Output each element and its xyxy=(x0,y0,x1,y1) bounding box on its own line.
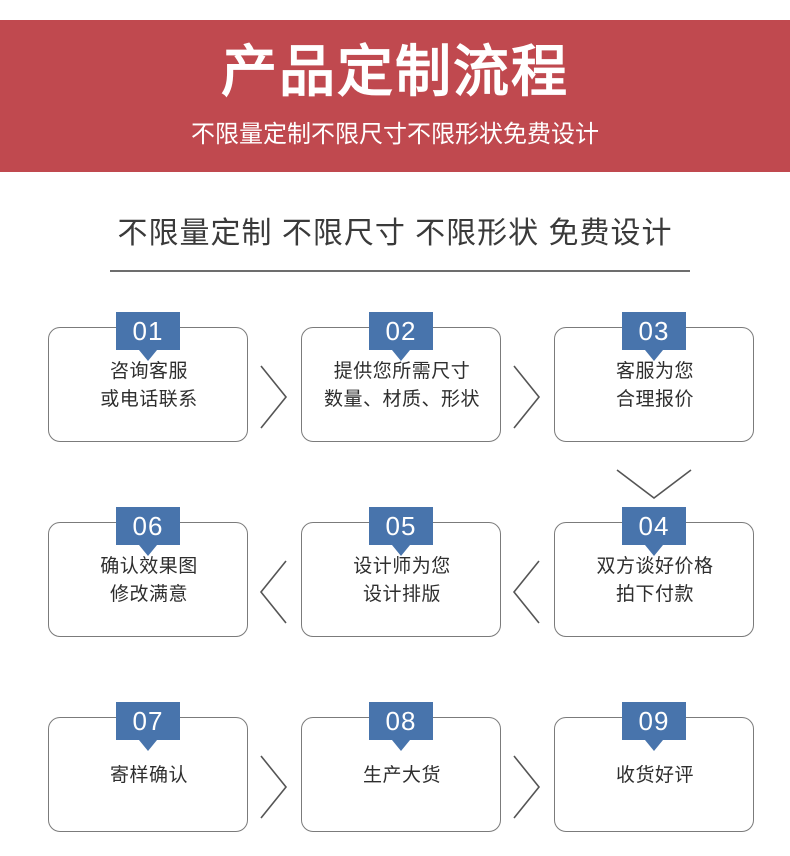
step-number-badge: 09 xyxy=(622,702,686,740)
step-card-text: 设计师为您 设计排版 xyxy=(302,523,502,638)
step-line-2: 设计排版 xyxy=(362,583,441,605)
hero-banner: 产品定制流程 不限量定制不限尺寸不限形状免费设计 xyxy=(0,20,790,172)
step-card-text: 提供您所需尺寸 数量、材质、形状 xyxy=(302,328,502,443)
flow-step-08[interactable]: 生产大货 08 xyxy=(301,702,501,832)
arrow-right-icon xyxy=(506,360,546,434)
flow-step-01[interactable]: 咨询客服 或电话联系 01 xyxy=(48,312,248,442)
arrow-right-icon xyxy=(506,750,546,824)
flow-step-09[interactable]: 收货好评 09 xyxy=(554,702,754,832)
step-card-text: 客服为您 合理报价 xyxy=(555,328,755,443)
step-card-text: 寄样确认 xyxy=(49,718,249,833)
step-line-1: 客服为您 xyxy=(615,360,694,382)
arrow-right-icon xyxy=(253,750,293,824)
flow-step-07[interactable]: 寄样确认 07 xyxy=(48,702,248,832)
step-line-2: 修改满意 xyxy=(109,583,188,605)
step-line-1: 咨询客服 xyxy=(109,360,188,382)
step-line-1: 寄样确认 xyxy=(109,764,188,786)
step-card-text: 咨询客服 或电话联系 xyxy=(49,328,249,443)
step-card-text: 生产大货 xyxy=(302,718,502,833)
flow-step-02[interactable]: 提供您所需尺寸 数量、材质、形状 02 xyxy=(301,312,501,442)
flow-step-06[interactable]: 确认效果图 修改满意 06 xyxy=(48,507,248,637)
arrow-down-icon xyxy=(611,464,697,504)
step-card-text: 收货好评 xyxy=(555,718,755,833)
step-number-badge: 08 xyxy=(369,702,433,740)
process-flow: 咨询客服 或电话联系 01 提供您所需尺寸 数量、材质、形状 02 xyxy=(0,300,790,840)
step-card-text: 双方谈好价格 拍下付款 xyxy=(555,523,755,638)
step-line-2: 数量、材质、形状 xyxy=(323,388,480,410)
banner-subtitle: 不限量定制不限尺寸不限形状免费设计 xyxy=(191,120,599,148)
step-line-1: 设计师为您 xyxy=(353,555,451,577)
flow-step-03[interactable]: 客服为您 合理报价 03 xyxy=(554,312,754,442)
arrow-left-icon xyxy=(253,555,293,629)
step-line-1: 收货好评 xyxy=(615,764,694,786)
section-divider xyxy=(110,270,690,272)
step-line-2: 或电话联系 xyxy=(100,388,198,410)
flow-row-2: 确认效果图 修改满意 06 设计师为您 设计排版 05 xyxy=(0,507,790,652)
step-number-badge: 06 xyxy=(116,507,180,545)
step-card: 设计师为您 设计排版 xyxy=(301,522,501,637)
step-number-badge: 04 xyxy=(622,507,686,545)
step-line-1: 双方谈好价格 xyxy=(596,555,714,577)
arrow-right-icon xyxy=(253,360,293,434)
step-line-2: 拍下付款 xyxy=(615,583,694,605)
step-line-2: 合理报价 xyxy=(615,388,694,410)
flow-step-04[interactable]: 双方谈好价格 拍下付款 04 xyxy=(554,507,754,637)
step-number-badge: 01 xyxy=(116,312,180,350)
step-number-badge: 03 xyxy=(622,312,686,350)
banner-title: 产品定制流程 xyxy=(221,40,569,104)
step-card-text: 确认效果图 修改满意 xyxy=(49,523,249,638)
step-number-badge: 02 xyxy=(369,312,433,350)
arrow-left-icon xyxy=(506,555,546,629)
flow-row-1: 咨询客服 或电话联系 01 提供您所需尺寸 数量、材质、形状 02 xyxy=(0,312,790,500)
flow-step-05[interactable]: 设计师为您 设计排版 05 xyxy=(301,507,501,637)
flow-row-3: 寄样确认 07 生产大货 08 xyxy=(0,702,790,847)
step-number-badge: 05 xyxy=(369,507,433,545)
step-line-1: 提供您所需尺寸 xyxy=(333,360,471,382)
step-line-1: 确认效果图 xyxy=(100,555,198,577)
step-line-1: 生产大货 xyxy=(362,764,441,786)
section-heading: 不限量定制 不限尺寸 不限形状 免费设计 xyxy=(117,217,673,250)
step-number-badge: 07 xyxy=(116,702,180,740)
